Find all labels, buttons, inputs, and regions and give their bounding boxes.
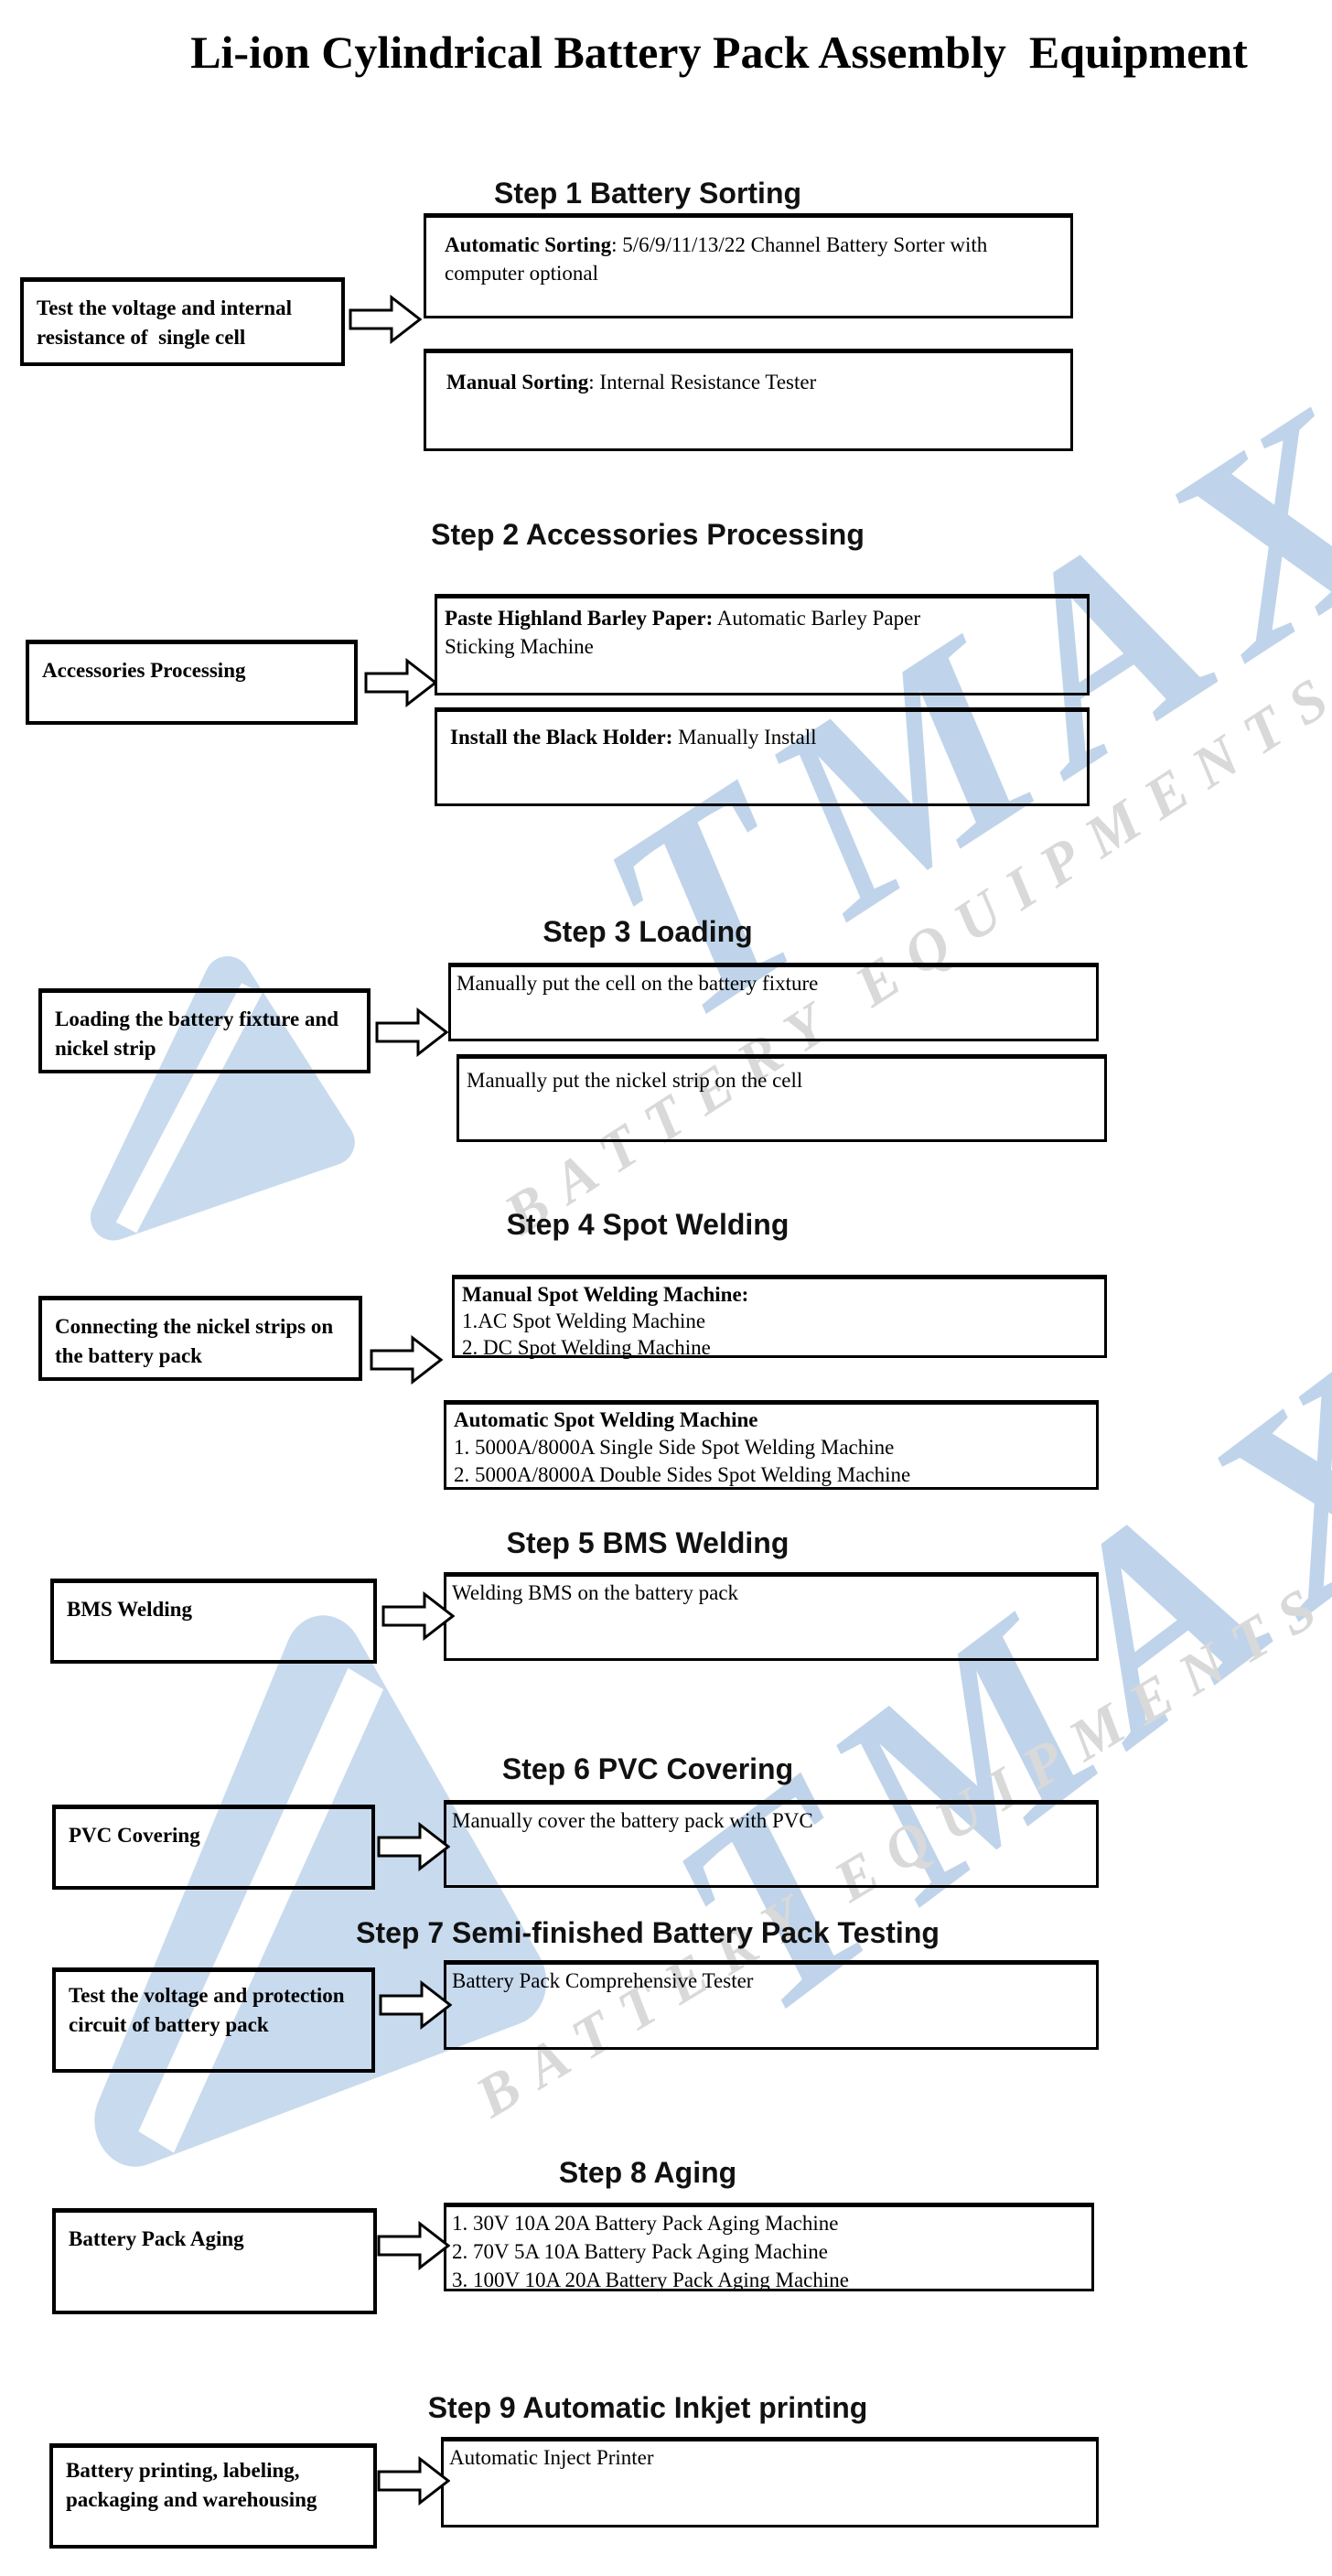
step-3-right-box-2: Manually put the nickel strip on the cel… [457,1054,1107,1142]
item-line: 3. 100V 10A 20A Battery Pack Aging Machi… [452,2269,849,2291]
flow-arrow-icon [370,1335,443,1385]
step-1-right-box-2: Manual Sorting: Internal Resistance Test… [424,349,1073,451]
step-1-right-box-1: Automatic Sorting: 5/6/9/11/13/22 Channe… [424,213,1073,318]
item-label: Paste Highland Barley Paper: [445,607,714,630]
item-text: Manually put the nickel strip on the cel… [467,1069,803,1092]
flow-arrow-icon [377,1822,450,1871]
step-2-right-box-1: Paste Highland Barley Paper: Automatic B… [435,594,1090,695]
step-4-left-box: Connecting the nickel strips on the batt… [38,1296,362,1381]
step-1-heading: Step 1 Battery Sorting [493,177,802,210]
step-8-left-box: Battery Pack Aging [52,2208,377,2314]
step-7-right-box-1: Battery Pack Comprehensive Tester [444,1960,1099,2050]
item-label: Automatic Sorting [445,233,612,256]
item-line: 1. 5000A/8000A Single Side Spot Welding … [454,1436,895,1459]
flow-arrow-icon [379,1980,452,2030]
flow-arrow-icon [375,1008,448,1057]
step-5-heading: Step 5 BMS Welding [506,1526,790,1559]
item-line: 2. 70V 5A 10A Battery Pack Aging Machine [452,2240,828,2263]
step-6-left-box: PVC Covering [52,1805,375,1890]
step-5-right-box-1: Welding BMS on the battery pack [444,1572,1099,1661]
step-9-left-box: Battery printing, labeling, packaging an… [49,2443,377,2549]
item-text: Battery Pack Comprehensive Tester [452,1969,754,1992]
item-label: Automatic Spot Welding Machine [454,1408,758,1431]
item-label: Manual Sorting [446,371,589,393]
flow-arrow-icon [349,295,422,344]
step-4-heading: Step 4 Spot Welding [506,1208,790,1241]
item-label: Manual Spot Welding Machine: [462,1283,749,1306]
item-line: 1. 30V 10A 20A Battery Pack Aging Machin… [452,2212,839,2235]
step-4-right-box-2: Automatic Spot Welding Machine 1. 5000A/… [444,1400,1099,1490]
item-text: Manually Install [672,726,817,749]
step-3-heading: Step 3 Loading [542,915,753,948]
step-9-right-box-1: Automatic Inject Printer [441,2437,1099,2527]
item-text: Automatic Barley Paper Sticking Machine [445,607,920,658]
step-9-heading: Step 9 Automatic Inkjet printing [427,2391,868,2424]
item-text: : Internal Resistance Tester [588,371,817,393]
step-2-heading: Step 2 Accessories Processing [431,518,865,551]
step-3-left-box: Loading the battery fixture and nickel s… [38,988,371,1073]
step-8-heading: Step 8 Aging [558,2156,737,2189]
step-1-left-box: Test the voltage and internal resistance… [20,277,345,366]
step-6-heading: Step 6 PVC Covering [501,1752,794,1785]
step-2-left-box: Accessories Processing [26,640,358,725]
flow-arrow-icon [381,1591,455,1641]
item-text: Manually cover the battery pack with PVC [452,1809,813,1832]
item-text: Manually put the cell on the battery fix… [457,972,819,995]
step-5-left-box: BMS Welding [50,1579,377,1664]
flow-arrow-icon [377,2221,450,2270]
step-2-right-box-2: Install the Black Holder: Manually Insta… [435,707,1090,806]
watermark-logo-triangle-icon [90,955,355,1241]
step-4-right-box-1: Manual Spot Welding Machine: 1.AC Spot W… [452,1275,1107,1359]
step-7-left-box: Test the voltage and protection circuit … [52,1967,375,2073]
item-label: Install the Black Holder: [450,726,673,749]
item-text: : 5/6/9/11/13/22 Channel Battery Sorter … [445,233,988,285]
step-8-right-box-1: 1. 30V 10A 20A Battery Pack Aging Machin… [444,2203,1094,2291]
step-3-right-box-1: Manually put the cell on the battery fix… [448,963,1099,1041]
page-title: Li-ion Cylindrical Battery Pack Assembly… [190,27,1248,78]
item-line: 1.AC Spot Welding Machine [462,1310,706,1332]
item-line: 2. 5000A/8000A Double Sides Spot Welding… [454,1463,911,1486]
item-text: Welding BMS on the battery pack [452,1581,739,1604]
step-6-right-box-1: Manually cover the battery pack with PVC [444,1800,1099,1888]
item-line: 2. DC Spot Welding Machine [462,1336,711,1359]
item-text: Automatic Inject Printer [449,2446,654,2469]
flow-arrow-icon [364,658,437,707]
flow-arrow-icon [377,2456,450,2506]
step-7-heading: Step 7 Semi-finished Battery Pack Testin… [356,1916,940,1949]
